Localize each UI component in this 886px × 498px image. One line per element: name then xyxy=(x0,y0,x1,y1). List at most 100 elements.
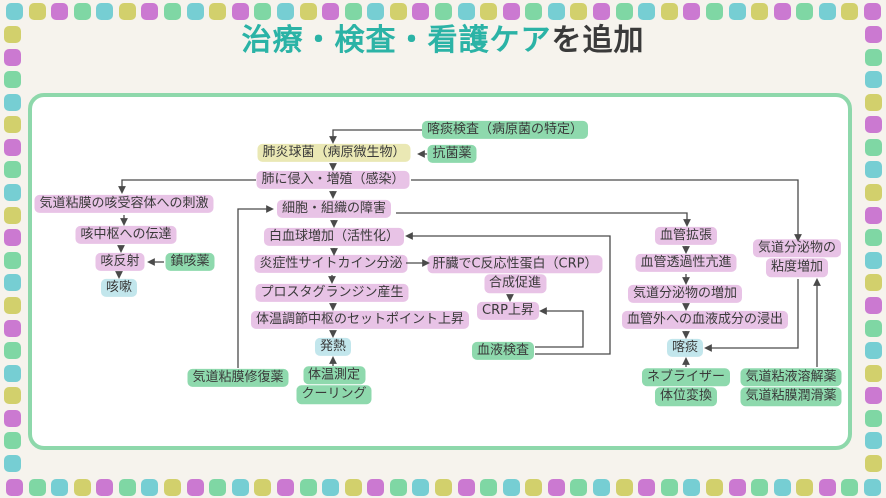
checker-square xyxy=(4,48,21,66)
checker-square xyxy=(4,138,21,156)
checker-square xyxy=(480,479,498,496)
checker-square xyxy=(412,3,430,20)
checker-square xyxy=(865,296,882,314)
node-cytokine: 炎症性サイトカイン分泌 xyxy=(254,254,408,274)
checker-square xyxy=(4,274,21,292)
checker-square xyxy=(773,3,791,20)
checker-square xyxy=(818,3,836,20)
checker-square xyxy=(344,3,362,20)
checker-square xyxy=(412,479,430,496)
checker-square xyxy=(141,479,159,496)
checker-square xyxy=(502,479,520,496)
checker-square xyxy=(73,3,91,20)
node-label: 咳反射 xyxy=(95,252,145,272)
node-vasodilation: 血管拡張 xyxy=(654,226,718,246)
node-mucosa-repair: 気道粘膜修復薬 xyxy=(187,368,289,388)
checker-square xyxy=(728,3,746,20)
node-label: ネブライザー xyxy=(641,368,731,387)
checker-square xyxy=(96,479,114,496)
checker-square xyxy=(51,3,69,20)
checker-square xyxy=(4,184,21,202)
checker-square xyxy=(231,3,249,20)
checker-square xyxy=(751,3,769,20)
checker-square xyxy=(118,479,136,496)
checker-square xyxy=(865,71,882,89)
checker-square xyxy=(457,3,475,20)
node-label: クーリング xyxy=(296,385,372,404)
checker-square xyxy=(457,479,475,496)
node-label: 気道粘膜の咳受容体への刺激 xyxy=(34,194,214,214)
node-crp-synthesis: 肝臓でC反応性蛋白（CRP）合成促進 xyxy=(427,255,603,293)
checker-square xyxy=(865,138,882,156)
checker-square xyxy=(4,161,21,179)
checker-square xyxy=(841,479,859,496)
checker-square xyxy=(389,479,407,496)
checker-square xyxy=(865,161,882,179)
node-receptor-stimulus: 気道粘膜の咳受容体への刺激 xyxy=(34,194,214,214)
checker-square xyxy=(865,364,882,382)
checker-square xyxy=(435,3,452,20)
checker-square xyxy=(638,3,656,20)
checker-square xyxy=(299,479,317,496)
checker-square xyxy=(4,342,21,360)
checker-square xyxy=(322,479,340,496)
checker-square xyxy=(389,3,407,20)
node-label: 血管拡張 xyxy=(654,226,718,246)
node-cough-center: 咳中枢への伝達 xyxy=(75,225,177,245)
checker-square xyxy=(864,479,881,496)
page-title: 治療・検査・看護ケアを追加 xyxy=(0,24,886,57)
checker-square xyxy=(865,251,882,269)
checker-square xyxy=(865,387,882,405)
page-title-suffix: を追加 xyxy=(551,23,645,58)
checker-square xyxy=(525,479,543,496)
node-nebulizer: ネブライザー体位変換 xyxy=(641,368,731,406)
node-antibiotics: 抗菌薬 xyxy=(427,144,477,164)
checker-square xyxy=(4,26,21,43)
checker-square xyxy=(4,93,21,111)
node-cell-damage: 細胞・組織の障害 xyxy=(276,199,392,219)
checker-square xyxy=(841,3,859,20)
node-label: 体位変換 xyxy=(654,387,718,406)
node-label: 肝臓でC反応性蛋白（CRP） xyxy=(427,255,603,274)
node-label: 血管透過性亢進 xyxy=(635,253,737,273)
checker-square xyxy=(818,479,836,496)
node-label: 血管外への血液成分の浸出 xyxy=(621,310,789,330)
checker-square xyxy=(638,479,656,496)
checker-square xyxy=(28,479,46,496)
node-setpoint-rise: 体温調節中枢のセットポイント上昇 xyxy=(250,310,470,330)
checker-square xyxy=(796,479,814,496)
node-sputum: 喀痰 xyxy=(666,338,704,358)
checker-square xyxy=(615,479,633,496)
checker-square xyxy=(299,3,317,20)
node-label: 炎症性サイトカイン分泌 xyxy=(254,254,408,274)
checker-square xyxy=(865,319,882,337)
checker-square xyxy=(865,48,882,66)
node-secretion-increase: 気道分泌物の増加 xyxy=(627,284,743,304)
node-label: 細胞・組織の障害 xyxy=(276,199,392,219)
node-label: 鎮咳薬 xyxy=(165,252,215,272)
checker-square xyxy=(4,251,21,269)
checker-square xyxy=(186,479,204,496)
node-label: 血液検査 xyxy=(471,341,535,361)
checker-square xyxy=(4,116,21,134)
checker-square xyxy=(865,455,882,472)
checker-square xyxy=(615,3,633,20)
node-pneumococcus: 肺炎球菌（病原微生物） xyxy=(257,143,411,163)
node-viscosity-increase: 気道分泌物の粘度増加 xyxy=(752,239,842,277)
node-sputum-test: 喀痰検査（病原菌の特定） xyxy=(421,120,589,140)
checker-square xyxy=(6,479,23,496)
checker-square xyxy=(865,432,882,450)
checker-square xyxy=(4,432,21,450)
node-label: 粘度増加 xyxy=(765,258,829,277)
node-label: 咳中枢への伝達 xyxy=(75,225,177,245)
checker-square xyxy=(435,479,452,496)
checker-square xyxy=(4,206,21,224)
checker-square xyxy=(276,3,294,20)
node-label: 体温調節中枢のセットポイント上昇 xyxy=(250,310,470,330)
checker-square xyxy=(164,479,182,496)
checker-square xyxy=(865,116,882,134)
checker-square xyxy=(751,479,769,496)
node-label: 咳嗽 xyxy=(100,278,138,298)
checker-square xyxy=(570,479,588,496)
